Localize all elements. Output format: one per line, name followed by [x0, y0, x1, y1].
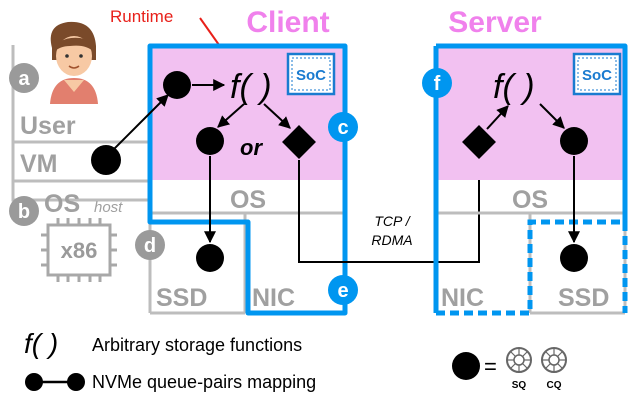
client-function-symbol: f( ) [230, 68, 272, 106]
user-label: User [20, 112, 76, 140]
legend-equals: = [484, 354, 497, 379]
client-ssd-label: SSD [156, 284, 207, 312]
rdma-label: RDMA [371, 232, 412, 248]
client-soc-label: SoC [296, 67, 326, 84]
legend: f( ) Arbitrary storage functions NVMe qu… [24, 328, 567, 392]
legend-function-text: Arbitrary storage functions [92, 335, 302, 355]
badge-e: e [328, 275, 358, 305]
badge-c: c [328, 112, 358, 142]
client-local-queue-pair [196, 127, 224, 155]
server-function-symbol: f( ) [493, 68, 535, 106]
server-ssd-label: SSD [558, 284, 609, 312]
badge-d-label: d [144, 235, 156, 257]
badge-a: a [9, 63, 39, 93]
server-nic-label: NIC [441, 284, 484, 312]
badge-c-label: c [337, 117, 348, 139]
client-remote-queue-pair [282, 125, 316, 159]
server-soc-chip-icon: SoC [572, 52, 622, 96]
server-local-queue-pair [560, 127, 588, 155]
vm-label: VM [20, 150, 58, 178]
os-host-label: OS [44, 190, 80, 218]
badge-f-label: f [434, 73, 441, 95]
badge-d: d [135, 230, 165, 260]
server-os-label: OS [512, 186, 548, 214]
cq-label: CQ [547, 380, 562, 391]
legend-mapping-icon [25, 373, 85, 391]
badge-a-label: a [18, 68, 30, 90]
server-soc-label: SoC [582, 67, 612, 84]
user-avatar-icon [50, 21, 98, 104]
cq-ring-icon [541, 347, 567, 373]
client-nic-label: NIC [252, 284, 295, 312]
legend-mapping-text: NVMe queue-pairs mapping [92, 372, 316, 392]
vm-queue-pair [91, 145, 121, 175]
legend-queue-pair-dot [452, 352, 480, 380]
badge-b-label: b [18, 201, 30, 223]
server-ssd-queue-pair [560, 244, 588, 272]
client-vm-queue-pair [163, 71, 191, 99]
sq-ring-icon [506, 347, 532, 373]
os-host-suffix: host [94, 199, 123, 216]
badge-f: f [422, 68, 452, 98]
server-title: Server [448, 6, 542, 39]
server-domain-outline [436, 43, 628, 180]
cpu-label: x86 [61, 238, 98, 263]
client-os-label: OS [230, 186, 266, 214]
client-soc-chip-icon: SoC [286, 52, 336, 96]
legend-function-symbol: f( ) [24, 328, 58, 359]
client-ssd-queue-pair [196, 244, 224, 272]
client-title: Client [246, 6, 329, 39]
or-label: or [240, 135, 263, 160]
badge-e-label: e [337, 280, 348, 302]
sq-label: SQ [512, 380, 527, 391]
runtime-label: Runtime [110, 7, 173, 26]
tcp-label: TCP / [374, 213, 411, 229]
server-remote-queue-pair [462, 125, 496, 159]
badge-b: b [9, 196, 39, 226]
cpu-chip-icon: x86 [41, 218, 117, 282]
